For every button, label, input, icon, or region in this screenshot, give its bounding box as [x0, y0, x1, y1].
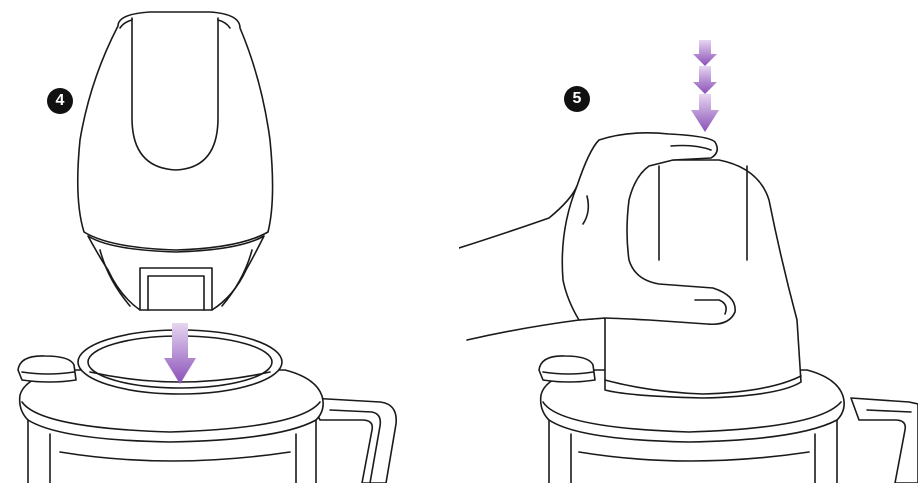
blender-jug: [18, 330, 396, 483]
step-5-illustration: [459, 0, 918, 483]
step-4-illustration: [0, 0, 459, 483]
step-5-panel: 5: [459, 0, 918, 483]
push-down-arrows-icon: [691, 40, 719, 132]
step-4-panel: 4: [0, 0, 459, 483]
step-number-badge: 5: [564, 86, 590, 112]
motor-housing: [78, 12, 273, 310]
step-number-badge: 4: [47, 88, 73, 114]
